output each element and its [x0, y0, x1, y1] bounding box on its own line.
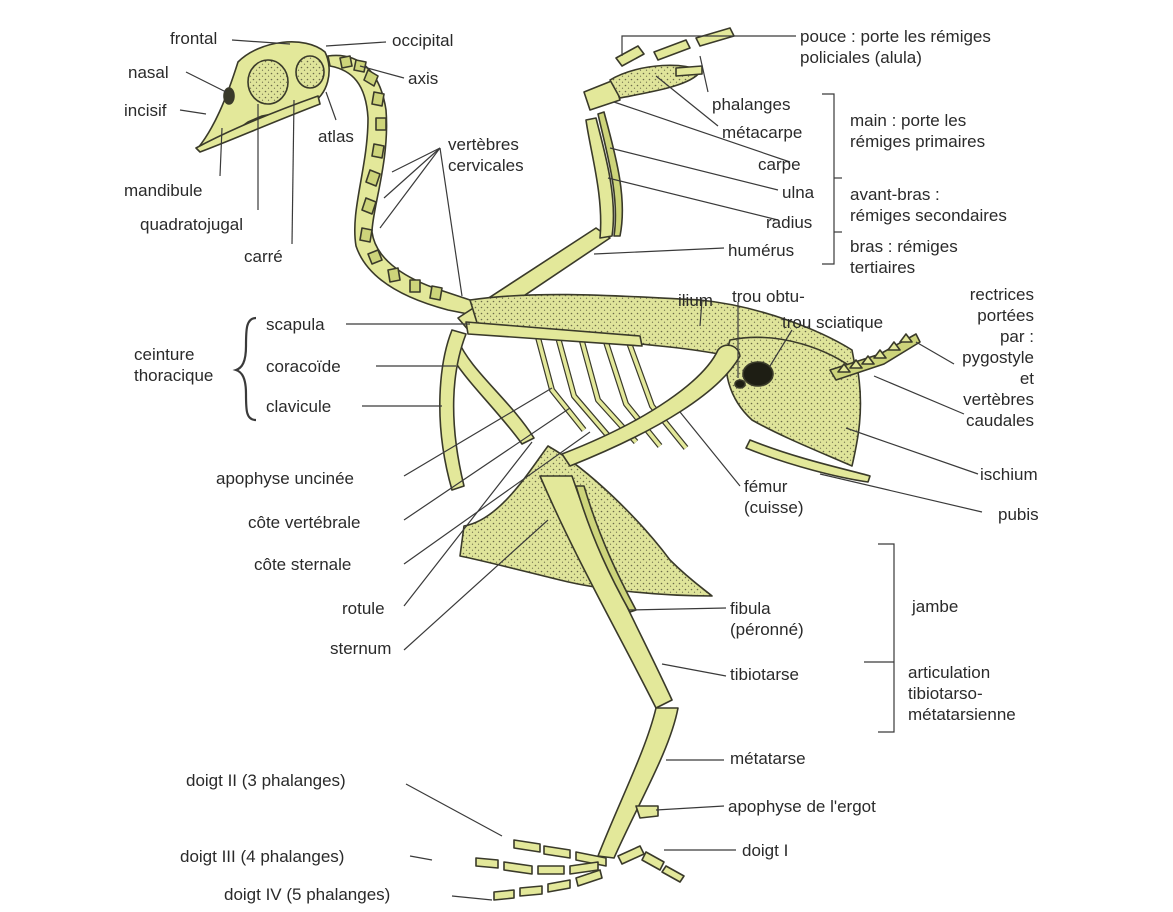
- label-ischium: ischium: [980, 464, 1038, 485]
- alula-bone: [616, 46, 644, 66]
- label-ulna: ulna: [782, 182, 814, 203]
- label-axis: axis: [408, 68, 438, 89]
- ribs: [536, 330, 686, 448]
- label-pubis: pubis: [998, 504, 1039, 525]
- toes: [476, 840, 684, 900]
- label-ilium: ilium: [678, 290, 713, 311]
- phalanx-bone-3: [676, 66, 702, 76]
- label-nasal: nasal: [128, 62, 169, 83]
- cervical-vertebrae: [328, 55, 478, 316]
- label-doigt-IV: doigt IV (5 phalanges): [224, 884, 390, 905]
- label-trou-sciatique: trou sciatique: [782, 312, 883, 333]
- label-metatarse: métatarse: [730, 748, 806, 769]
- label-scapula: scapula: [266, 314, 325, 335]
- label-coracoide: coracoïde: [266, 356, 341, 377]
- label-tibiotarse: tibiotarse: [730, 664, 799, 685]
- coracoid-bone: [448, 340, 534, 444]
- label-doigt-III: doigt III (4 phalanges): [180, 846, 344, 867]
- label-carre: carré: [244, 246, 283, 267]
- ceinture-brace: [236, 318, 256, 420]
- label-atlas: atlas: [318, 126, 354, 147]
- wing: [458, 28, 734, 332]
- label-rectrices: rectrices portées par : pygostyle et ver…: [954, 284, 1034, 431]
- label-rotule: rotule: [342, 598, 385, 619]
- label-incisif: incisif: [124, 100, 167, 121]
- label-metacarpe: métacarpe: [722, 122, 802, 143]
- label-apophyse-uncinee: apophyse uncinée: [216, 468, 354, 489]
- label-ceinture-thoracique: ceinture thoracique: [134, 344, 213, 386]
- label-avant-bras: avant-bras : rémiges secondaires: [850, 184, 1007, 226]
- label-doigt-I: doigt I: [742, 840, 788, 861]
- label-humerus: humérus: [728, 240, 794, 261]
- label-radius: radius: [766, 212, 812, 233]
- label-femur: fémur (cuisse): [744, 476, 804, 518]
- label-doigt-II: doigt II (3 phalanges): [186, 770, 346, 791]
- label-frontal: frontal: [170, 28, 217, 49]
- label-occipital: occipital: [392, 30, 453, 51]
- phalanx-bone-1: [654, 40, 690, 60]
- label-sternum: sternum: [330, 638, 391, 659]
- occipital-region: [296, 56, 324, 88]
- metatarsus-bone: [598, 708, 678, 858]
- label-fibula: fibula (péronné): [730, 598, 804, 640]
- spur-process: [636, 806, 658, 818]
- sciatic-foramen: [743, 362, 773, 386]
- label-mandibule: mandibule: [124, 180, 202, 201]
- label-cote-vertebrale: côte vertébrale: [248, 512, 360, 533]
- orbit: [248, 60, 288, 104]
- label-phalanges: phalanges: [712, 94, 790, 115]
- nasal-opening: [224, 88, 234, 104]
- label-cote-sternale: côte sternale: [254, 554, 351, 575]
- label-main: main : porte les rémiges primaires: [850, 110, 985, 152]
- label-carpe: carpe: [758, 154, 801, 175]
- label-apophyse-ergot: apophyse de l'ergot: [728, 796, 876, 817]
- phalanx-bone-2: [696, 28, 734, 46]
- label-jambe: jambe: [912, 596, 958, 617]
- label-articulation: articulation tibiotarso- métatarsienne: [908, 662, 1016, 725]
- obturator-foramen: [735, 380, 745, 388]
- label-quadratojugal: quadratojugal: [140, 214, 243, 235]
- label-clavicule: clavicule: [266, 396, 331, 417]
- label-bras: bras : rémiges tertiaires: [850, 236, 958, 278]
- label-trou-obtu: trou obtu-: [732, 286, 805, 307]
- label-vertebres-cervicales: vertèbres cervicales: [448, 134, 524, 176]
- label-pouce: pouce : porte les rémiges policiales (al…: [800, 26, 991, 68]
